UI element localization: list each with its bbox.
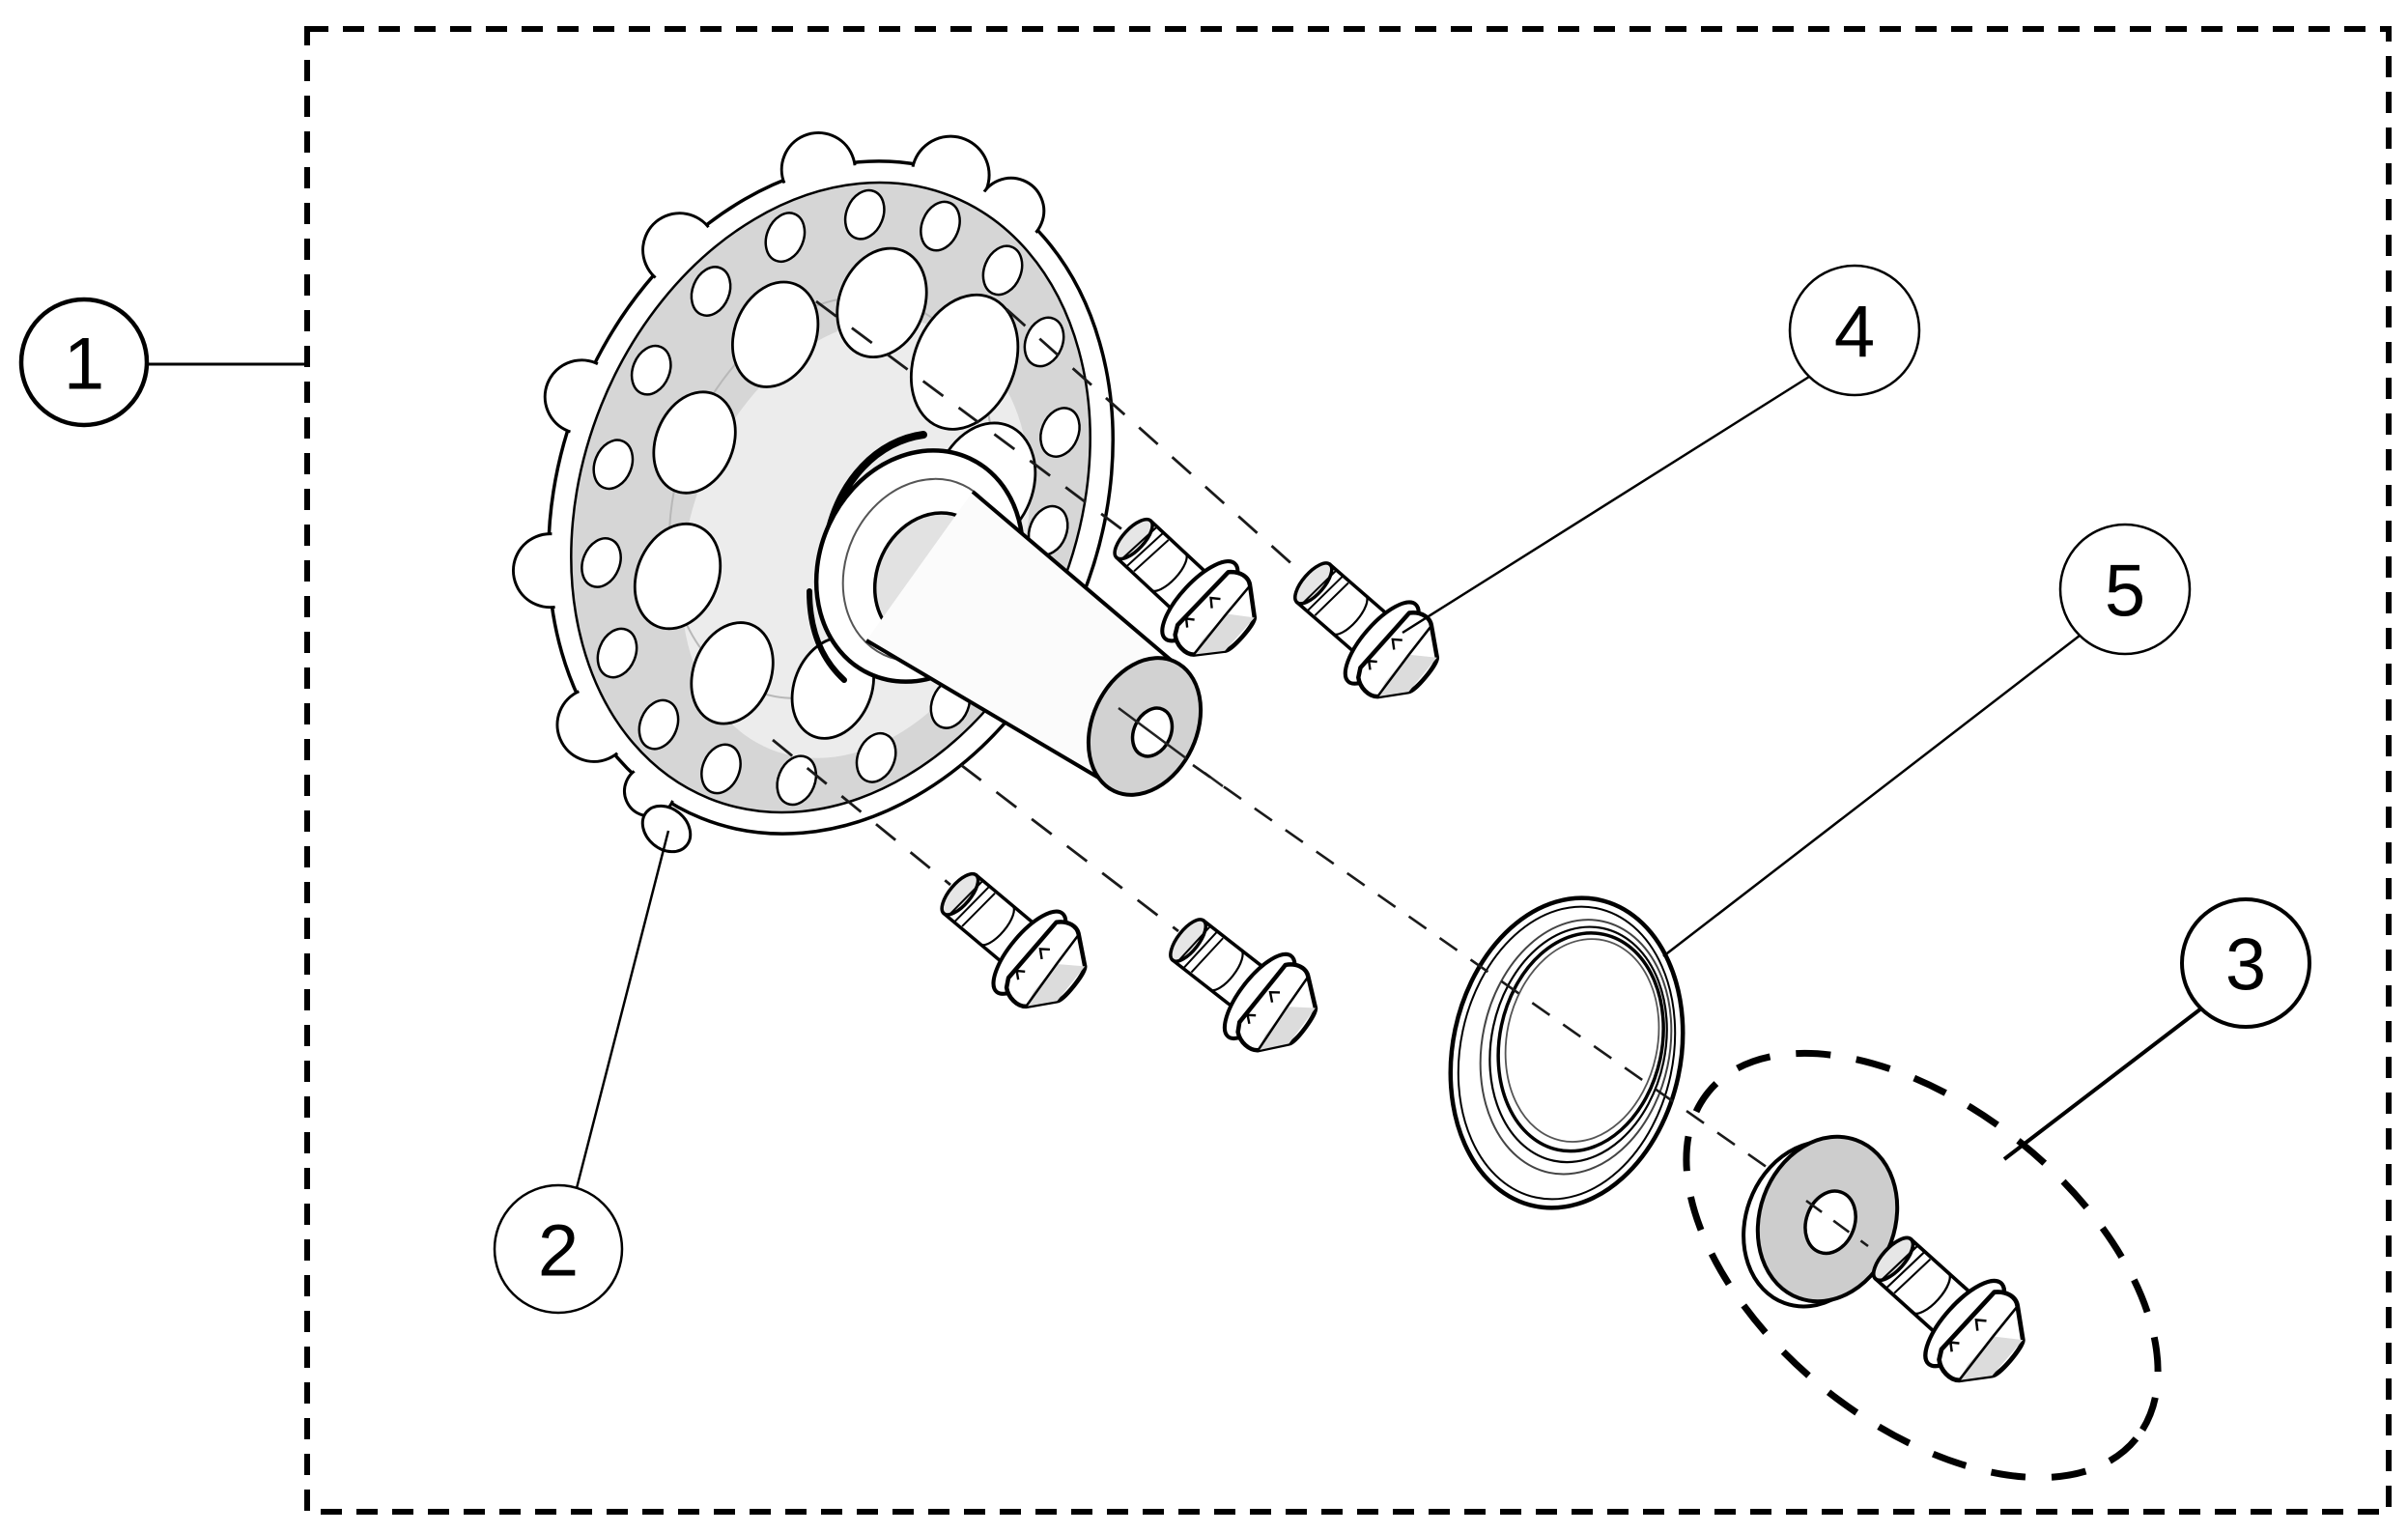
callout-1-label: 1 (64, 323, 104, 405)
callout-3-leader (2002, 1007, 2203, 1161)
callout-3-bubble (2180, 897, 2311, 1029)
flat-washer (1742, 1134, 1900, 1309)
hardware-group-dashed-ellipse (1683, 1049, 2162, 1482)
assembly-boundary-dashed-border (304, 26, 2392, 1515)
flange-bolt-2 (1272, 538, 1458, 718)
bolt-hole-pattern-outer (581, 188, 1081, 807)
callouts: 1 2 3 4 5 (18, 264, 2311, 1315)
axis-dashed-line-bolt-4 (960, 763, 1179, 933)
axis-dashed-line-bolt-2 (1006, 307, 1305, 577)
flange-bolt-3 (919, 848, 1104, 1028)
callout-1-bubble (18, 297, 150, 428)
callout-5-leader (1662, 635, 2081, 957)
callout-5-label: 5 (2105, 550, 2145, 632)
flat-washer-hole (1803, 1189, 1857, 1256)
callout-3-label: 3 (2225, 923, 2266, 1006)
hub-flange (511, 131, 1115, 836)
flange-bolt-4 (1148, 894, 1335, 1070)
callout-2-leader (575, 830, 670, 1189)
washer-axis-tick (1805, 1199, 1869, 1248)
callout-4-bubble (1788, 264, 1921, 397)
axis-dashed-line-bolt-3 (772, 738, 951, 887)
callout-4-label: 4 (1834, 291, 1875, 373)
axis-dashed-line-bolt-1 (815, 299, 1124, 532)
main-axis-dashed-centerline (1192, 763, 1884, 1251)
callout-4-leader (1402, 375, 1810, 635)
callout-2-bubble (493, 1183, 624, 1315)
callout-2-label: 2 (538, 1209, 579, 1292)
seal-ring (1448, 895, 1686, 1210)
spindle (864, 490, 1224, 797)
hub-flange-bottom-tab (640, 804, 693, 854)
callout-5-bubble (2058, 523, 2192, 656)
